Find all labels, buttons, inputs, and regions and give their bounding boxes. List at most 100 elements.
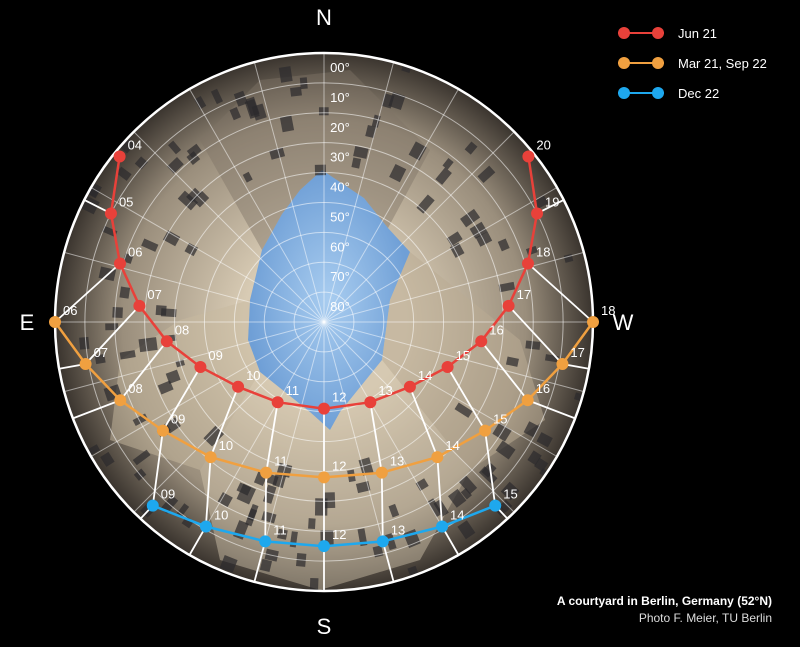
window-shape bbox=[353, 145, 369, 159]
window-shape bbox=[308, 518, 316, 530]
direction-north: N bbox=[316, 5, 332, 30]
legend-item-equinox: Mar 21, Sep 22 bbox=[618, 48, 788, 78]
window-shape bbox=[168, 140, 182, 155]
sun-position-point bbox=[194, 360, 207, 373]
window-shape bbox=[105, 323, 119, 331]
window-shape bbox=[259, 558, 273, 572]
sun-position-point bbox=[531, 207, 544, 220]
azimuth-ray bbox=[64, 321, 325, 393]
window-shape bbox=[442, 157, 454, 170]
sun-position-point bbox=[521, 394, 534, 407]
window-shape bbox=[203, 425, 225, 447]
azimuth-ray bbox=[64, 251, 325, 323]
window-shape bbox=[385, 532, 397, 551]
sun-position-point bbox=[441, 360, 454, 373]
hour-line-13 bbox=[369, 402, 395, 583]
sun-position-point bbox=[489, 499, 502, 512]
azimuth-ray bbox=[323, 321, 558, 457]
sun-position-point bbox=[232, 380, 245, 393]
window-shape bbox=[186, 143, 202, 158]
window-shape bbox=[177, 190, 199, 211]
altitude-label: 80° bbox=[330, 299, 350, 314]
window-shape bbox=[79, 336, 90, 350]
azimuth-ray bbox=[133, 321, 325, 513]
sun-position-point bbox=[436, 520, 449, 533]
sun-position-point bbox=[318, 402, 330, 415]
sun-position-point bbox=[587, 316, 599, 328]
sun-position-point bbox=[204, 451, 217, 464]
hour-label: 05 bbox=[119, 194, 133, 209]
legend-swatch-dec22 bbox=[618, 86, 664, 100]
window-shape bbox=[112, 307, 123, 319]
window-shape bbox=[464, 141, 478, 155]
sun-position-point bbox=[160, 335, 173, 348]
direction-east: E bbox=[20, 310, 35, 335]
window-shape bbox=[533, 195, 549, 210]
window-shape bbox=[458, 475, 478, 495]
window-shape bbox=[457, 520, 476, 540]
sun-position-point bbox=[376, 535, 389, 548]
window-shape bbox=[242, 171, 253, 183]
hour-label: 11 bbox=[286, 383, 300, 398]
hour-label: 13 bbox=[391, 522, 405, 537]
window-shape bbox=[389, 163, 407, 183]
hour-label: 07 bbox=[94, 345, 108, 360]
azimuth-ray bbox=[323, 131, 515, 323]
altitude-label: 70° bbox=[330, 269, 350, 284]
altitude-label: 40° bbox=[330, 180, 350, 195]
photo-caption: A courtyard in Berlin, Germany (52°N) Ph… bbox=[557, 594, 772, 625]
window-shape bbox=[477, 165, 496, 184]
window-shape bbox=[132, 449, 151, 466]
window-shape bbox=[176, 503, 190, 517]
window-shape bbox=[134, 156, 148, 170]
window-shape bbox=[233, 90, 248, 107]
window-shape bbox=[358, 457, 374, 477]
hour-label: 10 bbox=[246, 368, 260, 383]
window-shape bbox=[388, 503, 400, 518]
hour-label: 06 bbox=[128, 245, 142, 260]
hour-label: 12 bbox=[332, 527, 346, 542]
window-shape bbox=[351, 157, 362, 169]
azimuth-ray bbox=[189, 321, 325, 556]
window-shape bbox=[324, 492, 336, 509]
hour-line-11 bbox=[253, 402, 279, 583]
hour-line-14 bbox=[409, 386, 460, 556]
window-shape bbox=[116, 166, 132, 181]
window-shape bbox=[217, 492, 233, 508]
sun-position-point bbox=[259, 535, 272, 548]
azimuth-ray bbox=[189, 88, 325, 323]
legend-swatch-equinox bbox=[618, 56, 664, 70]
sun-position-point bbox=[318, 471, 330, 484]
legend-item-jun21: Jun 21 bbox=[618, 18, 788, 48]
hour-label: 17 bbox=[570, 345, 584, 360]
sun-position-point bbox=[104, 207, 117, 220]
window-shape bbox=[498, 281, 516, 293]
window-shape bbox=[94, 354, 106, 365]
window-shape bbox=[447, 488, 467, 508]
window-shape bbox=[454, 402, 473, 418]
azimuth-ray bbox=[90, 187, 325, 323]
sun-position-point bbox=[556, 358, 569, 371]
window-shape bbox=[210, 88, 223, 105]
legend: Jun 21 Mar 21, Sep 22 Dec 22 bbox=[618, 18, 788, 108]
hour-label: 10 bbox=[214, 507, 228, 522]
hour-label: 12 bbox=[332, 458, 346, 473]
window-shape bbox=[160, 308, 177, 318]
window-shape bbox=[527, 450, 542, 466]
hour-line-09 bbox=[139, 366, 202, 520]
altitude-label: 20° bbox=[330, 120, 350, 135]
legend-item-dec22: Dec 22 bbox=[618, 78, 788, 108]
hour-line-18 bbox=[527, 262, 594, 323]
hour-label: 15 bbox=[493, 412, 507, 427]
hour-label: 13 bbox=[378, 383, 392, 398]
window-shape bbox=[245, 96, 260, 117]
window-shape bbox=[157, 380, 174, 395]
caption-title: A courtyard in Berlin, Germany (52°N) bbox=[556, 594, 772, 608]
legend-swatch-jun21 bbox=[618, 26, 664, 40]
sky-opening bbox=[248, 170, 410, 430]
sun-position-point bbox=[133, 299, 146, 312]
sun-position-point bbox=[522, 150, 535, 163]
hour-label: 14 bbox=[450, 507, 464, 522]
